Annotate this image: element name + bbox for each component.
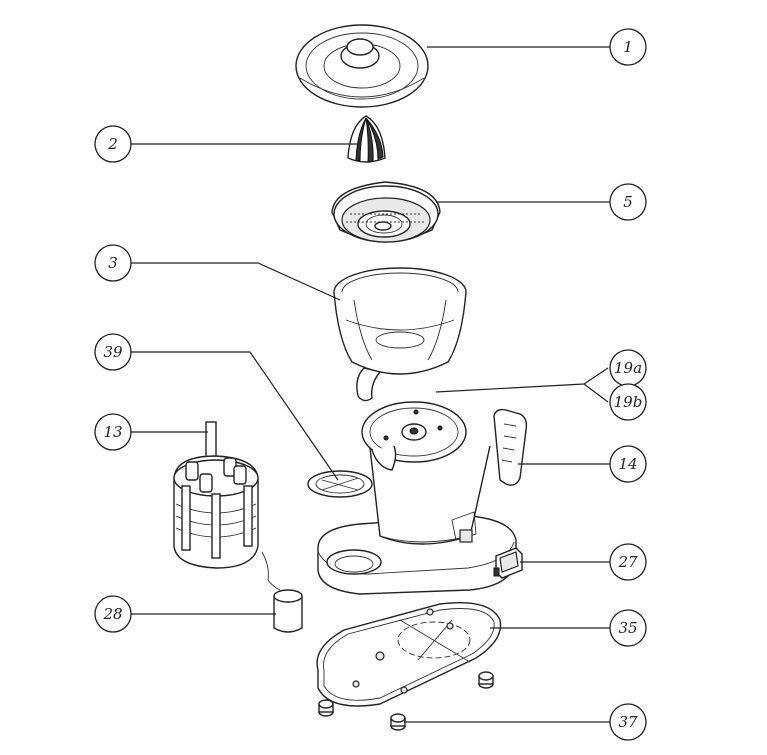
callout-13: 13: [94, 413, 132, 451]
callout-35-label: 35: [618, 619, 637, 637]
part-motor: [173, 421, 259, 569]
callout-37: 37: [609, 703, 647, 741]
part-juice-bowl: [333, 267, 467, 402]
callout-3-label: 3: [108, 254, 118, 272]
callout-19a: 19a: [609, 349, 647, 387]
part-filter-sieve: [331, 181, 441, 243]
callout-19b: 19b: [609, 383, 647, 421]
callout-2: 2: [94, 125, 132, 163]
callout-1: 1: [609, 28, 647, 66]
part-capacitor: [261, 551, 303, 633]
callout-5-label: 5: [623, 193, 633, 211]
part-rubber-feet: [318, 671, 494, 731]
leader-3: [131, 262, 341, 301]
part-side-cover: [493, 408, 528, 486]
callout-35: 35: [609, 609, 647, 647]
callout-19a-label: 19a: [614, 359, 642, 377]
callout-5: 5: [609, 183, 647, 221]
callout-3: 3: [94, 244, 132, 282]
callout-37-label: 37: [618, 713, 638, 731]
callout-19b-label: 19b: [614, 393, 643, 411]
leader-19b: [583, 383, 609, 403]
part-bottom-base: [316, 602, 502, 707]
part-reamer-cone: [347, 115, 386, 163]
part-lid: [295, 24, 429, 108]
part-gasket: [307, 470, 373, 498]
leader-39: [131, 351, 339, 481]
callout-27: 27: [609, 543, 647, 581]
callout-28-label: 28: [102, 605, 122, 623]
callout-28: 28: [94, 595, 132, 633]
callout-2-label: 2: [107, 135, 118, 153]
callout-39: 39: [94, 333, 132, 371]
leader-19a: [435, 367, 609, 393]
callout-14: 14: [609, 445, 647, 483]
callout-14-label: 14: [618, 455, 637, 473]
leader-lines: [131, 46, 610, 723]
part-switch: [493, 547, 523, 579]
part-main-body: [317, 401, 517, 595]
callout-1-label: 1: [623, 38, 633, 56]
callout-27-label: 27: [617, 553, 638, 571]
callout-13-label: 13: [103, 423, 122, 441]
callout-39-label: 39: [103, 343, 123, 361]
